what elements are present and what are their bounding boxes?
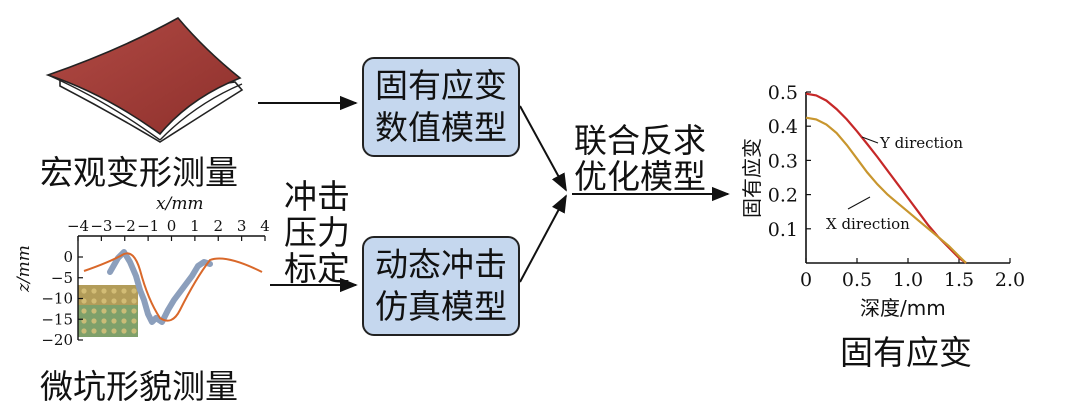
y-direction-line <box>805 92 967 264</box>
x-direction-leader <box>847 196 871 210</box>
result-caption: 固有应变 <box>840 333 972 372</box>
micro-x-tick-label: 1 <box>190 217 200 235</box>
calibration-line-2: 压力 <box>284 213 350 252</box>
chart-y-tick-label: 0.4 <box>768 116 798 138</box>
inset-pit <box>121 318 127 324</box>
inset-pit <box>101 328 107 334</box>
micro-y-axis-label: z/mm <box>14 245 34 292</box>
micro-y-tick-label: −15 <box>41 310 73 328</box>
inset-pit <box>131 308 137 314</box>
chart-x-tick-label: 1.0 <box>893 269 923 291</box>
micro-y-tick-label: 0 <box>63 248 73 266</box>
inverse-line-2: 优化模型 <box>574 157 706 196</box>
micro-inset-image <box>78 285 138 337</box>
inset-pit <box>131 288 137 294</box>
inset-pit <box>111 328 117 334</box>
micro-x-tick-label: 2 <box>213 217 223 235</box>
chart-x-tick-label: 0 <box>800 269 812 291</box>
micro-x-tick-label: −2 <box>114 217 136 235</box>
x-direction-line <box>805 116 967 264</box>
inset-pit <box>81 308 87 314</box>
inherent-strain-model-box: 固有应变 数值模型 <box>362 57 520 157</box>
inset-pit <box>101 298 107 304</box>
inset-pit <box>101 288 107 294</box>
micro-x-tick-label: −1 <box>137 217 159 235</box>
chart-x-tick-label: 2.0 <box>995 269 1025 291</box>
inset-pit <box>81 298 87 304</box>
chart-y-tick-label: 0.3 <box>768 150 798 172</box>
y-direction-leader <box>861 136 879 144</box>
inset-pit <box>121 298 127 304</box>
calibration-line-3: 标定 <box>284 249 350 288</box>
chart-x-axis-label: 深度/mm <box>860 296 946 320</box>
micro-x-axis-label: x/mm <box>156 194 204 214</box>
micro-fit-profile <box>83 252 263 322</box>
dynamic-impact-model-box: 动态冲击 仿真模型 <box>362 236 520 336</box>
chart-y-tick-label: 0.2 <box>768 185 798 207</box>
micro-x-tick-label: −3 <box>90 217 112 235</box>
inset-pit <box>121 308 127 314</box>
inset-pit <box>81 328 87 334</box>
inverse-line-1: 联合反求 <box>574 121 706 160</box>
inset-pit <box>111 288 117 294</box>
inset-pit <box>91 328 97 334</box>
micro-x-tick-label: 3 <box>237 217 247 235</box>
inset-pit <box>91 318 97 324</box>
inset-pit <box>101 308 107 314</box>
inset-pit <box>121 328 127 334</box>
chart-y-tick-label: 0.1 <box>768 219 798 241</box>
macro-caption: 宏观变形测量 <box>40 153 238 192</box>
inset-pit <box>81 288 87 294</box>
chart-y-tick-label: 0.5 <box>768 82 798 104</box>
inset-pit <box>101 318 107 324</box>
inset-pit <box>131 318 137 324</box>
y-direction-label: Y direction <box>880 134 964 152</box>
micro-x-tick-label: −4 <box>67 217 89 235</box>
dynamic-box-line-1: 动态冲击 <box>375 245 507 284</box>
dynamic-box-line-2: 仿真模型 <box>375 287 507 326</box>
inset-pit <box>91 288 97 294</box>
macro-surface-image <box>45 16 244 143</box>
chart-x-tick-label: 1.5 <box>944 269 974 291</box>
arrow-dynamic-to-inverse <box>519 194 567 283</box>
x-direction-label: X direction <box>826 215 910 233</box>
micro-x-tick-label: 4 <box>260 217 270 235</box>
result-chart: 0 0.5 1.0 1.5 2.0 0.1 0.2 0.3 0.4 0.5 <box>768 82 1025 291</box>
inherent-box-line-1: 固有应变 <box>375 66 507 105</box>
calibration-line-1: 冲击 <box>284 177 350 216</box>
micro-caption: 微坑形貌测量 <box>40 367 238 406</box>
inset-pit <box>111 298 117 304</box>
inherent-box-line-2: 数值模型 <box>375 108 507 147</box>
micro-x-tick-label: 0 <box>167 217 177 235</box>
inset-pit <box>91 298 97 304</box>
inset-pit <box>111 318 117 324</box>
inset-pit <box>91 308 97 314</box>
inset-pit <box>121 288 127 294</box>
inset-pit <box>131 298 137 304</box>
chart-y-axis-label: 固有应变 <box>740 138 764 218</box>
arrow-inherent-to-inverse <box>519 105 567 192</box>
chart-x-tick-label: 0.5 <box>842 269 872 291</box>
inset-pit <box>131 328 137 334</box>
micro-measured-profile <box>107 249 213 325</box>
micro-y-tick-label: −10 <box>41 290 73 308</box>
micro-y-tick-label: −20 <box>41 331 73 349</box>
micro-y-tick-label: −5 <box>51 269 73 287</box>
inset-pit <box>111 308 117 314</box>
